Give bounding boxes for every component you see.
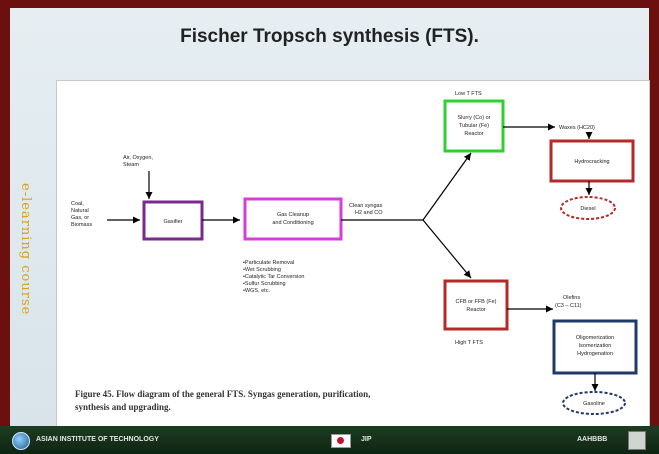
low-t-reactor-line-1: Slurry (Co) or [457,115,490,121]
cleanup-step-4: •Sulfur Scrubbing [243,281,286,287]
side-text: e-learning course [18,183,33,316]
waxes-label: Waxes (HC20) [559,125,595,131]
low-t-label: Low T FTS [455,91,482,97]
low-t-reactor-line-2: Tubular (Fe) [459,123,489,129]
syngas-label-2: H2 and CO [355,210,383,216]
syngas-label-1: Clean syngas [349,203,383,209]
branch-down-arrow [422,219,472,279]
high-t-label: High T FTS [455,340,483,346]
cleanup-box [243,197,343,241]
footer-org: ASIAN INSTITUTE OF TECHNOLOGY [36,436,159,443]
diesel-node [560,196,616,220]
footer-bar: ASIAN INSTITUTE OF TECHNOLOGY JIP AAHBBB [0,426,659,454]
slide: Fischer Tropsch synthesis (FTS). e-learn… [10,8,650,427]
footer-code: AAHBBB [577,436,608,443]
feed-line-4: Biomass [71,222,92,228]
feed-line-1: Coal, [71,201,84,207]
gasoline-node [562,391,626,415]
print-icon[interactable] [628,431,646,450]
gasifier-label: Gasifier [164,219,183,225]
flow-diagram: Coal, Natural Gas, or Biomass Air, Oxyge… [71,91,638,415]
olefins-line-2: (C3 – C11) [555,303,582,309]
cleanup-step-3: •Catalytic Tar Conversion [243,274,304,280]
cleanup-step-5: •WGS, etc. [243,288,270,294]
oxidant-line-1: Air, Oxygen, [123,155,153,161]
cfb-reactor-line-1: CFB or FFB (Fe) [456,299,497,305]
upgrading-line-3: Hydrogenation [577,351,613,357]
olefins-line-1: Olefins [563,295,580,301]
footer-jp: JIP [361,436,372,443]
feed-line-2: Natural [71,208,89,214]
branch-up-arrow [422,152,472,221]
cleanup-step-2: •Wet Scrubbing [243,267,281,273]
figure-caption: Figure 45. Flow diagram of the general F… [75,388,545,414]
cleanup-label-2: and Conditioning [272,220,313,226]
cfb-reactor-line-2: Reactor [466,307,485,313]
diesel-label: Diesel [580,206,595,212]
figure-panel: Coal, Natural Gas, or Biomass Air, Oxyge… [56,80,650,427]
feed-line-3: Gas, or [71,215,89,221]
cfb-reactor-box [443,279,509,331]
gasoline-label: Gasoline [583,401,605,407]
upgrading-line-1: Oligomerization [576,335,614,341]
japan-flag-icon [331,434,351,448]
upgrading-box [552,319,638,375]
cleanup-step-1: •Particulate Removal [243,260,294,266]
caption-line-1: Figure 45. Flow diagram of the general F… [75,389,371,399]
low-t-reactor-box [443,99,505,153]
hydrocracking-label: Hydrocracking [574,159,609,165]
hydrocracking-box [549,139,635,183]
cleanup-label-1: Gas Cleanup [277,212,309,218]
globe-logo-icon [12,432,30,450]
upgrading-line-2: Isomerization [579,343,612,349]
slide-title: Fischer Tropsch synthesis (FTS). [180,26,479,47]
caption-line-2: synthesis and upgrading. [75,402,171,412]
low-t-reactor-line-3: Reactor [464,131,483,137]
oxidant-line-2: Steam [123,162,139,168]
